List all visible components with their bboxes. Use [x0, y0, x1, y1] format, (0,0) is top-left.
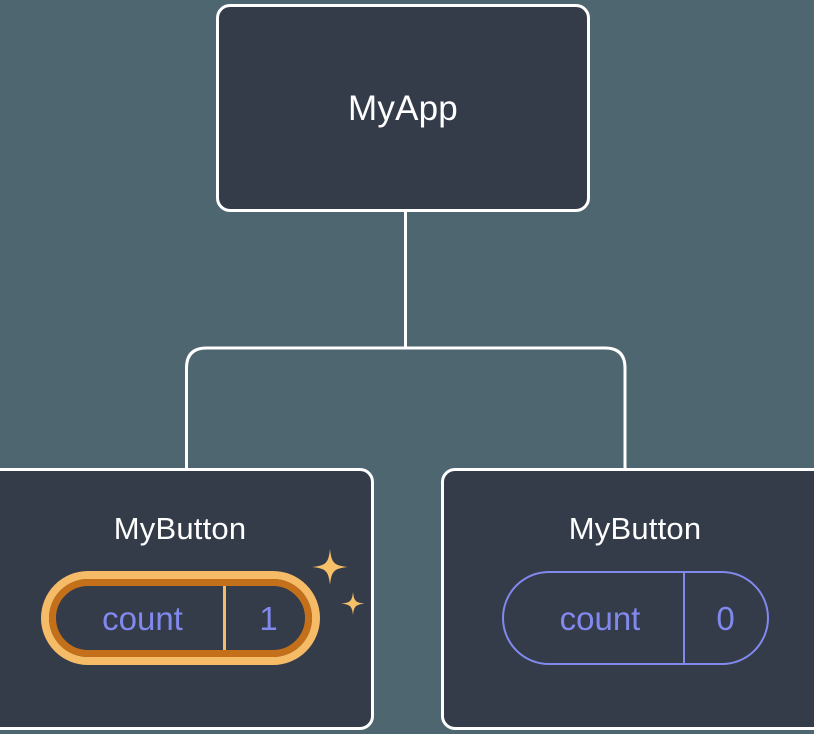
edge-split-bar — [185, 346, 627, 468]
state-key-right: count — [559, 599, 641, 637]
state-badge-left[interactable]: count 1 — [40, 571, 320, 665]
node-mybutton-left[interactable]: MyButton count 1 — [0, 468, 374, 730]
node-mybutton-right[interactable]: MyButton count 0 — [441, 468, 814, 730]
state-key-left: count — [102, 599, 183, 637]
node-mybutton-left-label: MyButton — [113, 511, 247, 546]
node-myapp-label: MyApp — [348, 88, 458, 128]
state-value-right: 0 — [682, 573, 767, 663]
state-badge-right-wrap: count 0 — [501, 571, 769, 665]
sparkle-group-icon — [311, 549, 364, 615]
sparkle-small-icon — [341, 592, 364, 615]
node-mybutton-right-label: MyButton — [568, 511, 702, 546]
sparkle-large-icon — [311, 549, 348, 585]
node-myapp[interactable]: MyApp — [216, 4, 590, 212]
state-badge-left-wrap: count 1 — [40, 549, 364, 665]
state-value-left: 1 — [222, 579, 312, 657]
state-badge-right[interactable]: count 0 — [501, 571, 769, 665]
